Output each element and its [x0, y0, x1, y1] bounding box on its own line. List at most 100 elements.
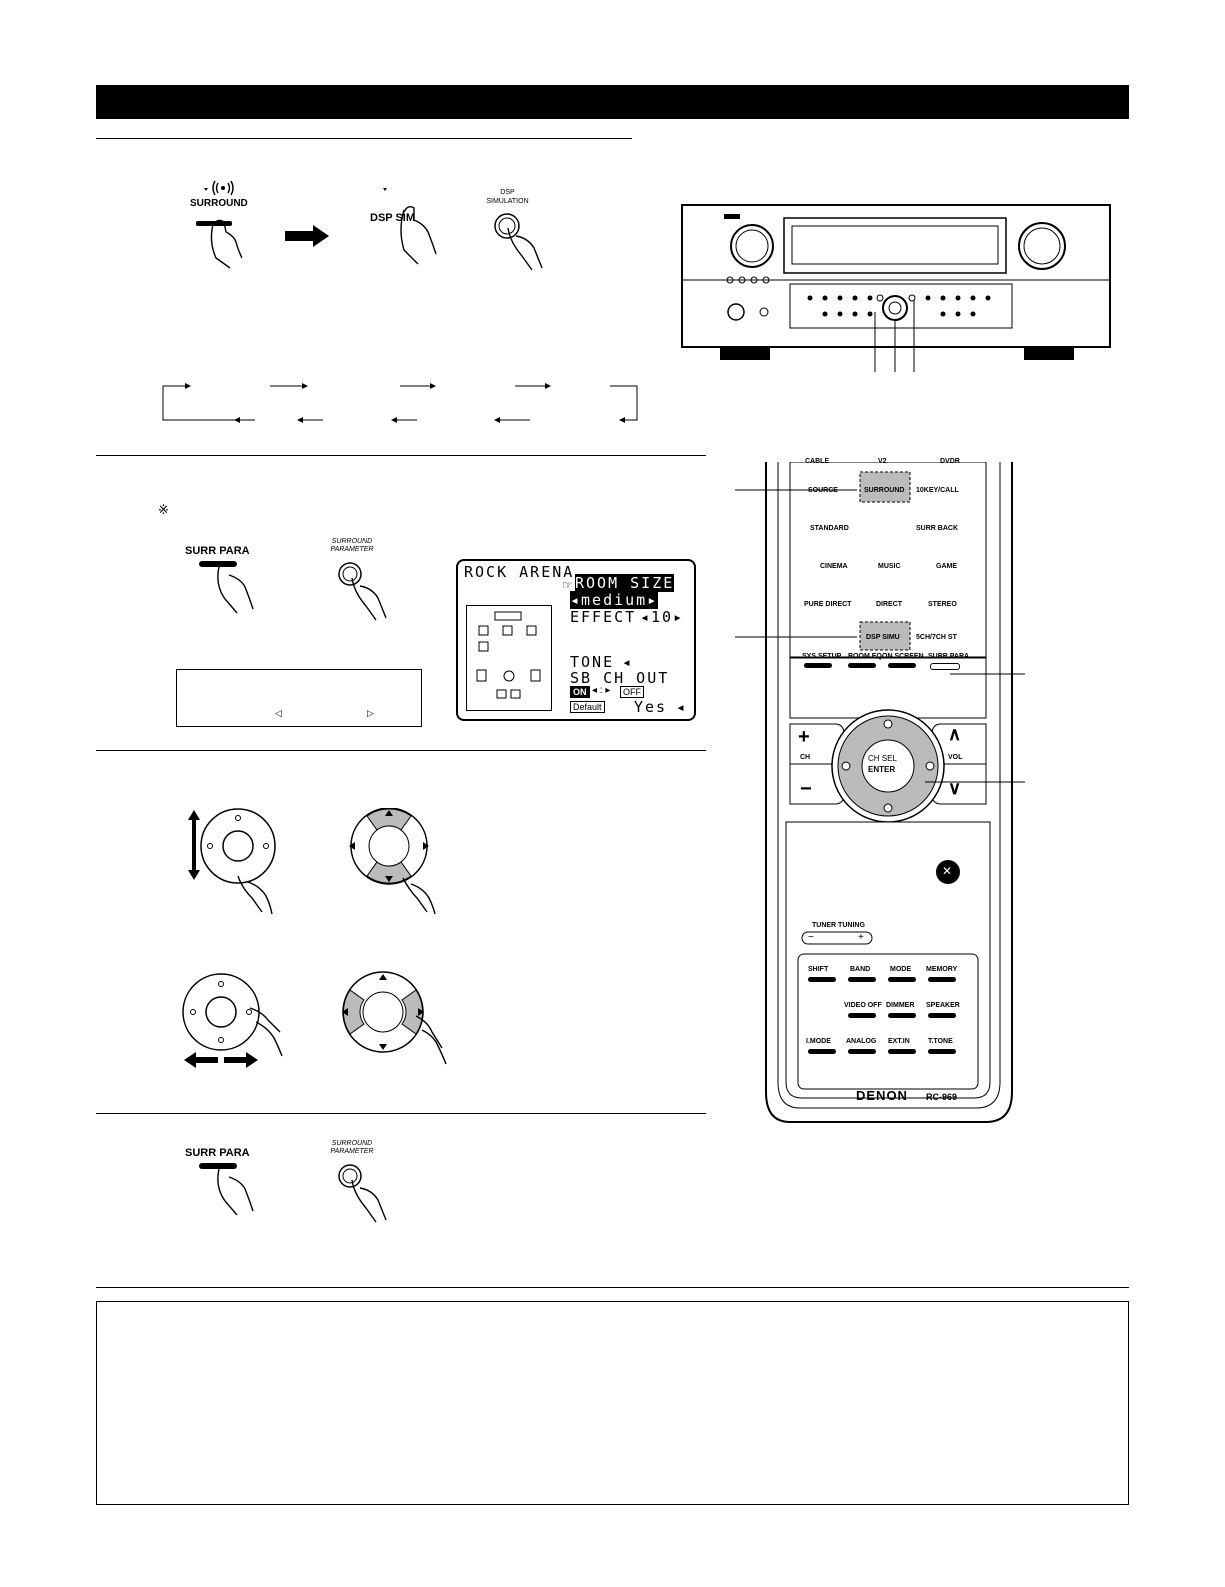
rc-standard-button[interactable]: STANDARD [810, 525, 849, 532]
surround-parameter-label-2: SURROUND PARAMETER [330, 1140, 374, 1155]
notes-rule [96, 1287, 1129, 1288]
rc-memory-button[interactable]: MEMORY [926, 966, 958, 973]
rc-shift-button[interactable]: SHIFT [808, 966, 829, 973]
rc-model: RC-969 [926, 1092, 958, 1102]
dsp-sim-label: DSP SIM [370, 212, 416, 224]
osd-yes: Yes [634, 698, 668, 716]
rc-sys-setup-pill[interactable] [804, 663, 832, 668]
rc-room-eq-pill[interactable] [848, 663, 876, 668]
rc-vol-label: VOL [948, 754, 963, 761]
rc-shift-pill[interactable] [808, 977, 836, 982]
rc-surr-back-button[interactable]: SURR BACK [916, 525, 958, 532]
surr-para-label: SURR PARA [185, 545, 250, 557]
display-left-arrow-icon: ◁ [275, 708, 282, 718]
rc-t-tone-button[interactable]: T.TONE [928, 1038, 953, 1045]
rc-direct-button[interactable]: DIRECT [876, 601, 903, 608]
osd-tone: TONE [570, 653, 615, 671]
rc-tuner-tuning-label: TUNER TUNING [812, 922, 865, 929]
receiver-front-panel [680, 200, 1112, 375]
surround-parameter-label: SURROUND PARAMETER [330, 538, 374, 553]
section2-rule [96, 455, 706, 456]
rc-i-mode-button[interactable]: I.MODE [806, 1038, 831, 1045]
note-mark: ※ [158, 502, 169, 517]
osd-room-size-value: ◂medium▸ [570, 591, 659, 609]
rc-ext-in-pill[interactable] [888, 1049, 916, 1054]
surr-para-button-illustration-2: SURR PARA [185, 1147, 275, 1217]
rc-sys-setup-button[interactable]: SYS SETUP [802, 653, 842, 660]
rc-dimmer-button[interactable]: DIMMER [886, 1002, 915, 1009]
osd-effect: EFFECT [570, 608, 637, 626]
rc-cinema-button[interactable]: CINEMA [820, 563, 848, 570]
rc-mode-button[interactable]: MODE [890, 966, 911, 973]
rc-speaker-button[interactable]: SPEAKER [926, 1002, 960, 1009]
rc-mute-icon[interactable]: ✕ [942, 864, 953, 878]
rc-analog-pill[interactable] [848, 1049, 876, 1054]
rc-on-screen-pill[interactable] [888, 663, 916, 668]
rc-ext-in-button[interactable]: EXT.IN [888, 1038, 910, 1045]
dsp-sim-button-illustration: DSP SIM [370, 180, 460, 270]
display-right-arrow-icon: ▷ [367, 708, 374, 718]
osd-effect-number: 10 [651, 608, 674, 626]
dsp-simulation-knob-illustration: DSP SIMULATION [480, 188, 570, 278]
section1-rule [96, 138, 632, 139]
front-display-illustration: ◁ ▷ [176, 669, 422, 727]
section3-rule [96, 750, 706, 751]
osd-off-box: OFF [620, 686, 644, 698]
rc-on-screen-button[interactable]: ON SCREEN [882, 653, 924, 660]
section4-rule [96, 1113, 706, 1114]
osd-medium: medium [581, 591, 648, 609]
rc-room-eq-button[interactable]: ROOM EQ [848, 653, 882, 660]
osd-on-off-arrows: ◂ : ▸ [592, 685, 611, 696]
rc-10key-call-button[interactable]: 10KEY/CALL [916, 487, 959, 494]
osd-room-size: ROOM SIZE [575, 574, 675, 592]
cursor-up-down-illustration [180, 808, 300, 918]
osd-speaker-layout [466, 605, 552, 711]
rc-v2[interactable]: V2 [878, 458, 887, 465]
surr-para-button-illustration: SURR PARA [185, 545, 275, 615]
rc-tuning-plus-icon[interactable]: + [858, 932, 864, 943]
rc-dsp-simu-button[interactable]: DSP SIMU [866, 634, 900, 641]
cursor-up-down-remote-illustration [345, 807, 465, 918]
cursor-left-right-remote-illustration [338, 962, 468, 1072]
rc-mode-pill[interactable] [888, 977, 916, 982]
rc-band-pill[interactable] [848, 977, 876, 982]
rc-band-button[interactable]: BAND [850, 966, 871, 973]
on-screen-display: ROCK ARENA ☞ ROOM SIZE ◂medium▸ EFFECT ◂… [456, 559, 696, 721]
rc-music-button[interactable]: MUSIC [878, 563, 901, 570]
surround-label: SURROUND [190, 198, 248, 209]
rc-surr-para-button[interactable]: SURR PARA [928, 653, 970, 660]
rc-analog-button[interactable]: ANALOG [846, 1038, 877, 1045]
rc-tuning-minus-icon[interactable]: − [808, 932, 814, 943]
rc-video-off-button[interactable]: VIDEO OFF [844, 1002, 882, 1009]
rc-vol-up-icon[interactable]: ∧ [948, 724, 962, 744]
osd-effect-value: ◂10▸ [640, 608, 685, 626]
rc-memory-pill[interactable] [928, 977, 956, 982]
osd-cursor-icon: ☞ [562, 578, 573, 592]
rc-ch-minus-icon[interactable]: − [800, 778, 812, 800]
rc-ch-plus-icon[interactable]: + [798, 726, 810, 748]
osd-title: ROCK ARENA [464, 563, 575, 581]
mode-cycle-diagram [155, 380, 650, 430]
rc-ch-sel-label[interactable]: CH SEL [868, 754, 897, 763]
rc-dimmer-pill[interactable] [888, 1013, 916, 1018]
rc-enter-label[interactable]: ENTER [868, 765, 896, 774]
rc-cable[interactable]: CABLE [805, 458, 830, 465]
osd-default-box: Default [570, 701, 605, 713]
rc-game-button[interactable]: GAME [936, 563, 957, 570]
rc-surr-para-pill[interactable] [930, 663, 960, 670]
rc-surround-button[interactable]: SURROUND [864, 487, 905, 494]
rc-ch-label: CH [800, 754, 811, 761]
title-bar [96, 85, 1129, 119]
rc-5ch-7ch-st-button[interactable]: 5CH/7CH ST [916, 634, 957, 641]
rc-dvdr[interactable]: DVDR [940, 458, 960, 465]
arrow-right-icon [285, 225, 329, 252]
rc-vol-down-icon[interactable]: ∨ [948, 778, 962, 798]
remote-control: CABLE V2 DVDR SOURCE SURROUND 10KEY/CALL… [760, 458, 1020, 1127]
rc-pure-direct-button[interactable]: PURE DIRECT [804, 601, 852, 608]
rc-speaker-pill[interactable] [928, 1013, 956, 1018]
rc-t-tone-pill[interactable] [928, 1049, 956, 1054]
surround-parameter-knob-illustration-2: SURROUND PARAMETER [322, 1140, 412, 1230]
rc-video-off-pill[interactable] [848, 1013, 876, 1018]
rc-i-mode-pill[interactable] [808, 1049, 836, 1054]
rc-stereo-button[interactable]: STEREO [928, 601, 957, 608]
